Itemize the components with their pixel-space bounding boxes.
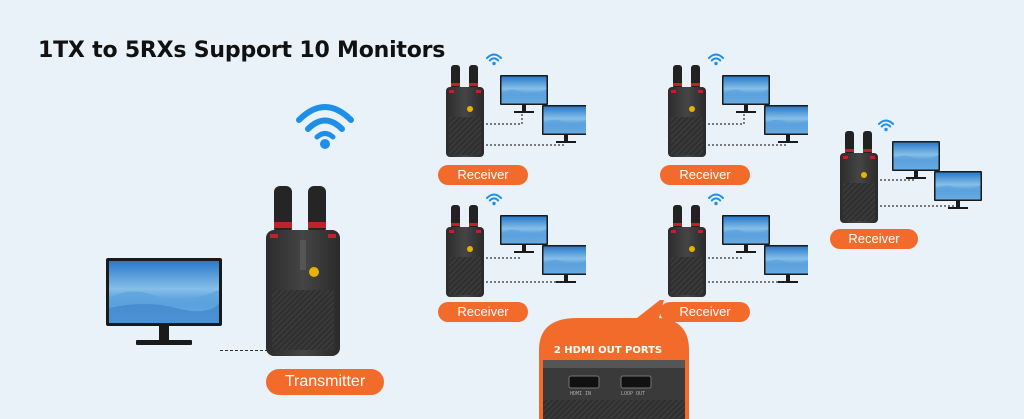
receiver-label: Receiver [830, 229, 918, 249]
receiver-device [668, 53, 812, 157]
receiver-unit [658, 52, 812, 171]
receiver-unit [436, 52, 590, 171]
receiver-unit [436, 192, 590, 311]
callout-title: 2 HDMI OUT PORTS [553, 345, 663, 356]
wifi-icon [296, 104, 354, 149]
transmitter-device [266, 186, 340, 356]
port-label: HDMI IN [570, 391, 592, 397]
receiver-unit [658, 192, 812, 311]
port-label: LOOP OUT [621, 391, 646, 397]
receiver-unit [830, 118, 990, 232]
receiver-label: Receiver [660, 165, 750, 185]
transmitter-label: Transmitter [266, 369, 384, 395]
receiver-device [668, 193, 812, 297]
receiver-device [840, 119, 982, 223]
hdmi-callout [539, 300, 689, 419]
receiver-label: Receiver [660, 302, 750, 322]
page-title: 1TX to 5RXs Support 10 Monitors [38, 38, 446, 63]
receiver-device [446, 193, 590, 297]
monitor-icon [106, 258, 222, 345]
receiver-label: Receiver [438, 165, 528, 185]
receiver-device [446, 53, 590, 157]
receiver-label: Receiver [438, 302, 528, 322]
